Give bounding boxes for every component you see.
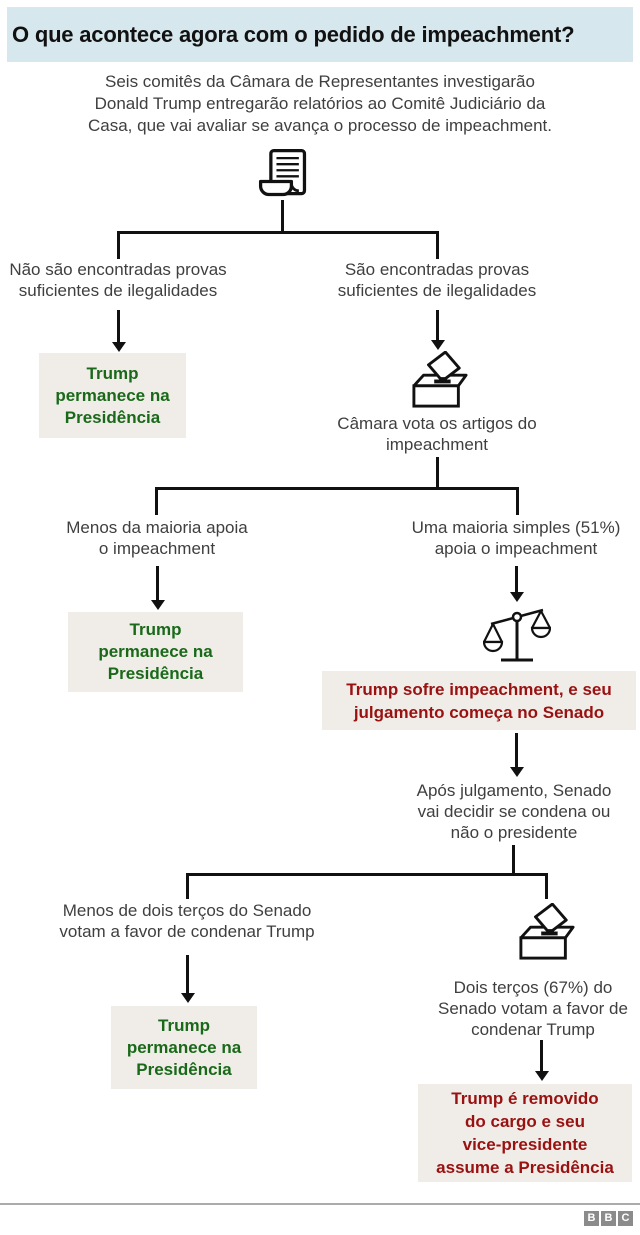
down-arrow: [534, 1040, 549, 1081]
bbc-logo-block: C: [618, 1211, 633, 1226]
connector-trunk-2: [436, 457, 439, 490]
connector-stub-2-right: [516, 487, 519, 515]
down-arrow: [509, 566, 524, 602]
connector-stub-1-left: [117, 231, 120, 259]
branch-label-two-thirds: Dois terços (67%) do Senado votam a favo…: [438, 978, 628, 1039]
branch-label-evidence-found: São encontradas provas suficientes de il…: [337, 260, 537, 300]
outcome-box-trump-stays-1: Trump permanece na Presidência: [39, 353, 186, 438]
intro-text: Seis comitês da Câmara de Representantes…: [88, 72, 552, 135]
outcome-box-trump-stays-2: Trump permanece na Presidência: [68, 612, 243, 692]
connector-bar-2: [155, 487, 519, 490]
ballot-box-icon: [515, 903, 579, 961]
branch-label-no-evidence: Não são encontradas provas suficientes d…: [9, 260, 227, 300]
senate-decision-text: Após julgamento, Senado vai decidir se c…: [416, 781, 612, 842]
down-arrow: [509, 733, 524, 777]
scales-of-justice-icon: [483, 602, 551, 666]
connector-stub-2-left: [155, 487, 158, 515]
bbc-logo: B B C: [584, 1211, 633, 1226]
connector-stub-3-left: [186, 873, 189, 899]
down-arrow: [430, 310, 445, 350]
title-bar: O que acontece agora com o pedido de imp…: [7, 7, 633, 62]
house-vote-caption: Câmara vota os artigos do impeachment: [337, 414, 537, 454]
bbc-logo-block: B: [584, 1211, 599, 1226]
down-arrow: [111, 310, 126, 352]
branch-label-simple-majority: Uma maioria simples (51%) apoia o impeac…: [411, 518, 621, 558]
branch-label-less-two-thirds: Menos de dois terços do Senado votam a f…: [59, 901, 315, 941]
footer-divider: [0, 1203, 640, 1205]
report-document-icon: [255, 147, 311, 201]
outcome-box-trump-stays-3: Trump permanece na Presidência: [111, 1006, 257, 1089]
outcome-box-impeached: Trump sofre impeachment, e seu julgament…: [322, 671, 636, 730]
connector-stub-1-right: [436, 231, 439, 259]
ballot-box-icon: [408, 351, 472, 409]
bbc-logo-block: B: [601, 1211, 616, 1226]
connector-trunk-1: [281, 200, 284, 233]
branch-label-minority: Menos da maioria apoia o impeachment: [66, 518, 248, 558]
down-arrow: [180, 955, 195, 1003]
page-title: O que acontece agora com o pedido de imp…: [12, 21, 575, 47]
connector-bar-3: [186, 873, 548, 876]
connector-bar-1: [117, 231, 439, 234]
connector-trunk-3: [512, 845, 515, 876]
outcome-box-removed: Trump é removido do cargo e seu vice-pre…: [418, 1084, 632, 1182]
down-arrow: [150, 566, 165, 610]
connector-stub-3-right: [545, 873, 548, 899]
